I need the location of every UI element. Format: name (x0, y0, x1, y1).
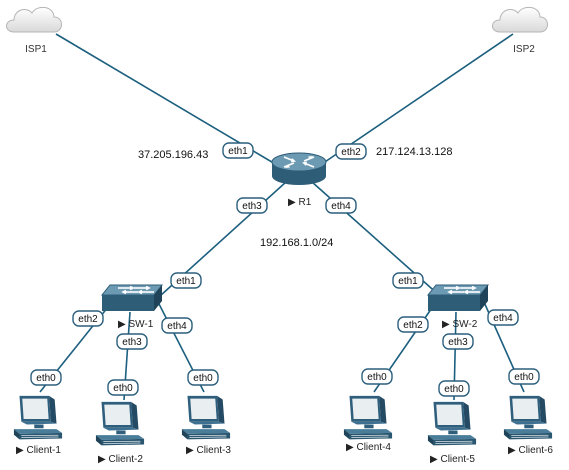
isp1-label: ISP1 (25, 44, 47, 55)
pc-icon[interactable] (95, 401, 145, 446)
port-label: eth1 (228, 146, 248, 157)
r1-label: ▶ R1 (288, 197, 312, 208)
port-label: eth2 (403, 320, 423, 331)
isp2-ip-label: 217.124.13.128 (376, 146, 452, 158)
port-label: eth4 (167, 321, 187, 332)
port-tag: eth3 (236, 197, 268, 214)
port-label: eth0 (193, 373, 213, 384)
port-tag: eth1 (170, 272, 202, 289)
client2-label: ▶ Client-2 (98, 454, 143, 465)
pc-icon[interactable] (503, 395, 553, 440)
pc-icon[interactable] (343, 395, 393, 440)
port-label: eth3 (242, 201, 262, 212)
port-tag: eth1 (392, 272, 424, 289)
port-label: eth3 (122, 337, 142, 348)
isp1-ip-label: 37.205.196.43 (138, 149, 208, 161)
sw2-label: ▶ SW-2 (442, 319, 478, 330)
port-tag: eth0 (508, 368, 540, 385)
port-tag: eth0 (30, 369, 62, 386)
client3-label: ▶ Client-3 (186, 445, 231, 456)
port-label: eth2 (78, 314, 98, 325)
lan-subnet-label: 192.168.1.0/24 (260, 237, 333, 249)
port-label: eth0 (36, 373, 56, 384)
client6-label: ▶ Client-6 (508, 445, 553, 456)
switch-icon[interactable] (427, 284, 489, 312)
port-label: eth4 (331, 201, 351, 212)
port-label: eth0 (113, 383, 133, 394)
port-tag: eth0 (361, 368, 393, 385)
port-label: eth2 (341, 147, 361, 158)
router-icon[interactable] (271, 152, 327, 185)
sw1-label: ▶ SW-1 (118, 319, 154, 330)
port-tag: eth4 (487, 309, 519, 326)
port-label: eth1 (398, 276, 418, 287)
port-tag: eth3 (442, 333, 474, 350)
pc-icon[interactable] (13, 395, 63, 440)
client4-label: ▶ Client-4 (346, 442, 391, 453)
port-tag: eth0 (438, 380, 470, 397)
isp2-label: ISP2 (513, 44, 535, 55)
port-label: eth1 (176, 276, 196, 287)
port-tag: eth4 (325, 197, 357, 214)
port-tag: eth4 (161, 317, 193, 334)
port-label: eth3 (448, 337, 468, 348)
port-tag: eth3 (116, 333, 148, 350)
switch-icon[interactable] (101, 284, 163, 312)
isp1-cloud-icon[interactable] (6, 6, 62, 33)
port-label: eth4 (493, 313, 513, 324)
port-tag: eth2 (335, 143, 367, 160)
port-tag: eth0 (107, 379, 139, 396)
port-label: eth0 (444, 384, 464, 395)
isp2-cloud-icon[interactable] (492, 6, 548, 33)
port-label: eth0 (514, 372, 534, 383)
port-tag: eth2 (72, 310, 104, 327)
port-tag: eth1 (222, 142, 254, 159)
port-label: eth0 (367, 372, 387, 383)
port-tag: eth2 (397, 316, 429, 333)
client5-label: ▶ Client-5 (430, 454, 475, 465)
port-tag: eth0 (187, 369, 219, 386)
pc-icon[interactable] (427, 401, 477, 446)
pc-icon[interactable] (181, 395, 231, 440)
port-tags: eth1 eth2 eth3 eth4 eth1 eth2 eth3 eth4 … (30, 142, 540, 397)
client1-label: ▶ Client-1 (16, 445, 61, 456)
